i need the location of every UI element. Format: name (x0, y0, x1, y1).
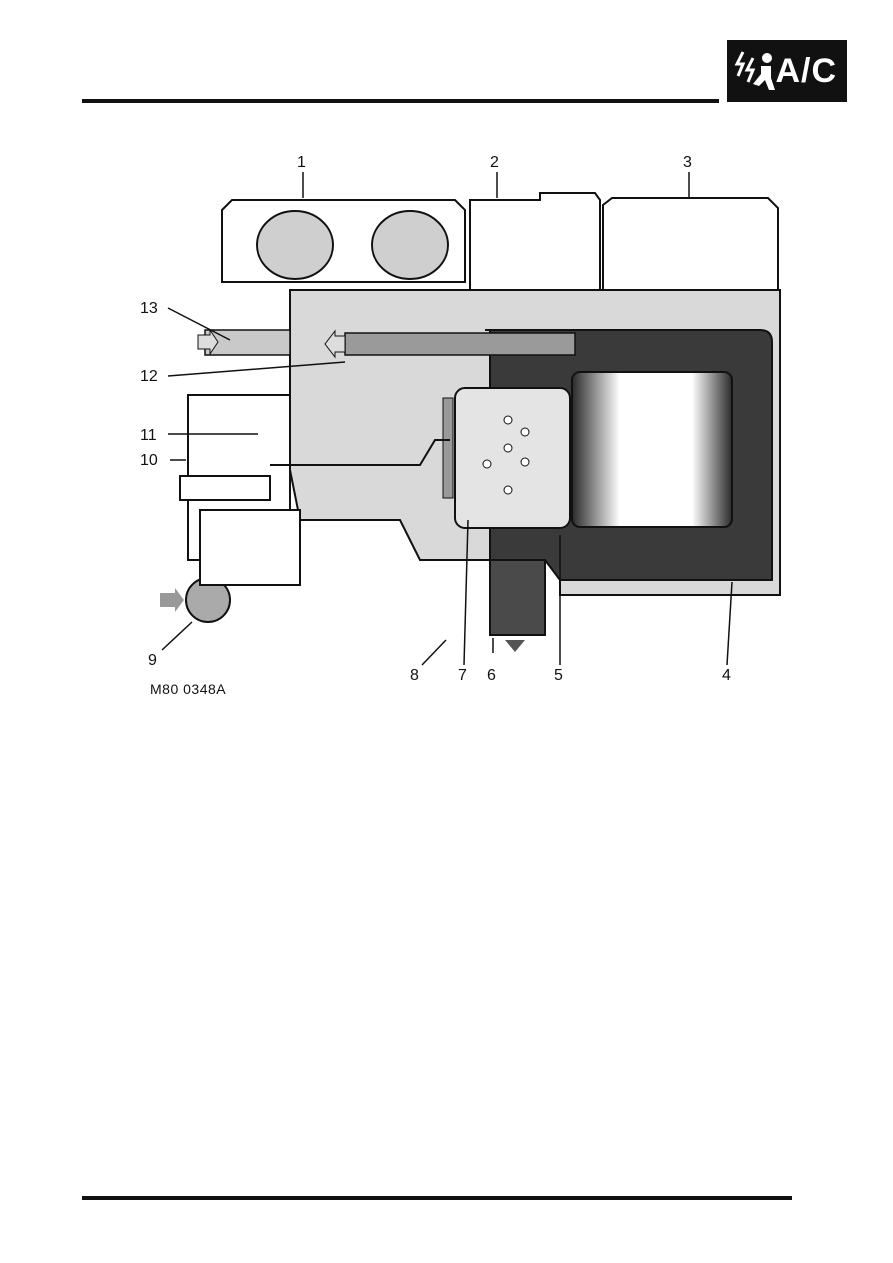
callout-13: 13 (140, 300, 158, 317)
callout-1: 1 (297, 154, 306, 171)
section-badge-label: A/C (775, 51, 837, 90)
callout-9: 9 (148, 652, 157, 669)
section-badge: A/C (727, 40, 847, 102)
fan-wheel-left (256, 210, 334, 280)
exhaust-arrow (505, 640, 525, 652)
exhaust-outlet (489, 559, 546, 636)
flame-tube (571, 371, 733, 528)
callout-10: 10 (140, 452, 158, 469)
heater-cutaway-diagram: 1 2 3 4 5 6 7 8 9 10 11 12 13 (140, 154, 781, 684)
callout-5: 5 (554, 667, 563, 684)
control-unit-housing (469, 192, 601, 301)
callout-4: 4 (722, 667, 731, 684)
callout-11: 11 (140, 427, 157, 444)
fan-wheel-right (371, 210, 449, 280)
header-rule (82, 99, 719, 103)
clamp (179, 475, 271, 501)
glow-plug-strip (442, 397, 454, 499)
combustion-chamber (454, 387, 571, 529)
air-conditioning-icon (734, 51, 775, 90)
callout-8: 8 (410, 667, 419, 684)
callout-2: 2 (490, 154, 499, 171)
air-out-arrow (324, 329, 346, 359)
air-duct (344, 332, 576, 356)
figure-reference-code: M80 0348A (150, 681, 227, 697)
electronics-housing (602, 197, 779, 301)
callout-12: 12 (140, 368, 158, 385)
air-in-arrow (197, 328, 219, 356)
inlet-arrow (160, 588, 184, 612)
fuel-pump (199, 509, 301, 586)
callout-6: 6 (487, 667, 496, 684)
footer-rule (82, 1196, 792, 1200)
callout-3: 3 (683, 154, 692, 171)
callout-7: 7 (458, 667, 467, 684)
fuel-line (270, 439, 450, 466)
